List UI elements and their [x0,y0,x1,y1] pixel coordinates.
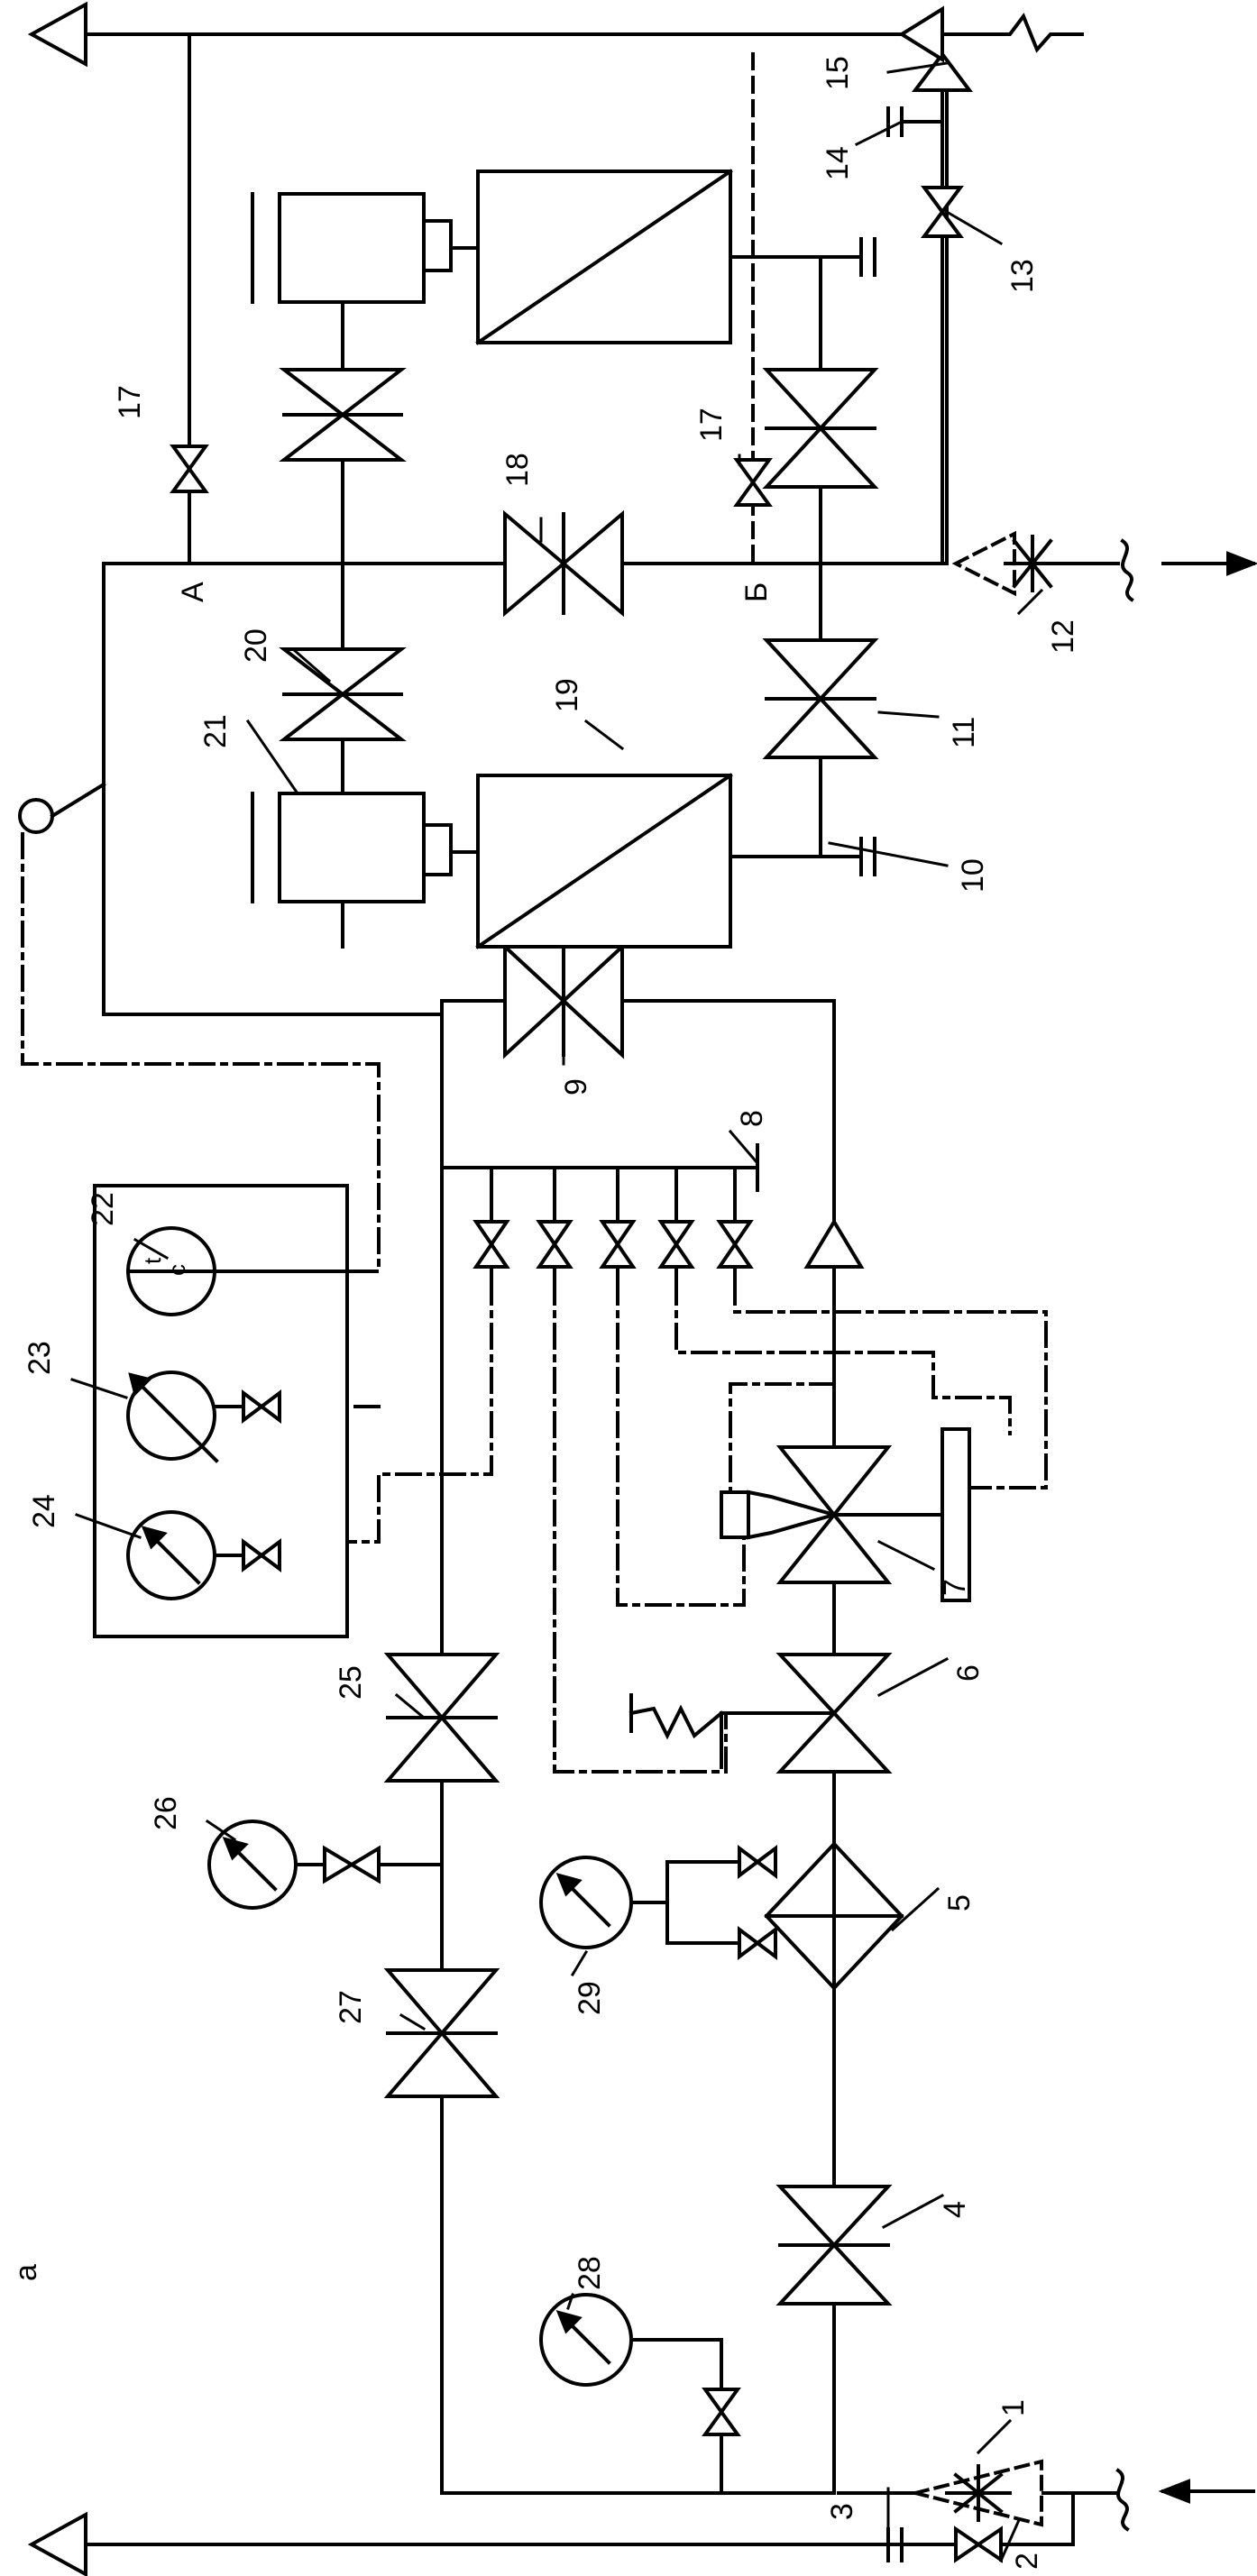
pressure-regulator-7 [720,1427,971,1602]
valve-17-b [733,52,773,565]
label-9: 9 [559,1078,593,1095]
label-26: 26 [149,1796,183,1830]
shutoff-valve-6 [628,1653,893,1774]
manifold-valves [473,1220,754,1269]
relief-valve-15 [886,5,1084,565]
instrument-t: t [139,1257,166,1264]
label-14: 14 [821,146,855,180]
gauge-28 [539,2293,741,2495]
valve-18 [503,509,624,618]
label-28: 28 [573,2256,607,2290]
marker-a: А [176,582,210,602]
impulse-lines [21,832,1048,1774]
instrument-panel [93,1184,353,1638]
label-1: 1 [996,2399,1031,2416]
label-8: 8 [735,1110,769,1127]
sensor [18,782,106,834]
regulator-units-19 [475,169,876,949]
label-13: 13 [1005,259,1040,293]
figure-label: а [9,2264,43,2281]
valve-2 [954,2526,1003,2563]
instrument-c: c [163,1264,190,1276]
label-6: 6 [951,1664,986,1682]
label-15: 15 [821,56,855,90]
label-3: 3 [825,2503,859,2520]
marker-b: Б [739,582,774,602]
valve-9 [503,942,624,1059]
label-19: 19 [550,678,584,712]
label-23: 23 [23,1341,57,1375]
label-17-b: 17 [694,408,729,442]
thread-a [251,192,480,949]
label-29: 29 [573,1981,607,2015]
valve-27 [383,1968,500,2098]
label-11: 11 [947,717,981,748]
label-10: 10 [956,858,990,893]
outlet-line [102,530,1257,602]
valve-4 [775,2185,893,2306]
purge-line-bottom [27,2491,1075,2576]
label-24: 24 [27,1494,61,1528]
label-5: 5 [942,1894,977,1911]
main-gas-line [832,999,1255,2532]
label-21: 21 [198,714,233,748]
gauge-29 [539,1845,777,1960]
label-27: 27 [334,1990,368,2024]
label-12: 12 [1046,619,1080,654]
leader-lines [70,61,1044,2562]
label-2: 2 [1010,2553,1044,2570]
label-20: 20 [239,628,273,663]
gauge-26-tap [207,1820,444,1910]
valve-17-a [170,445,209,493]
thread-b [762,255,879,858]
label-22: 22 [86,1192,120,1226]
valve-25 [383,1653,500,1783]
label-25: 25 [334,1665,368,1700]
reducer [803,1218,865,1404]
label-4: 4 [938,2201,972,2218]
label-18: 18 [500,453,535,487]
label-7: 7 [938,1579,972,1596]
label-17-a: 17 [113,385,147,419]
